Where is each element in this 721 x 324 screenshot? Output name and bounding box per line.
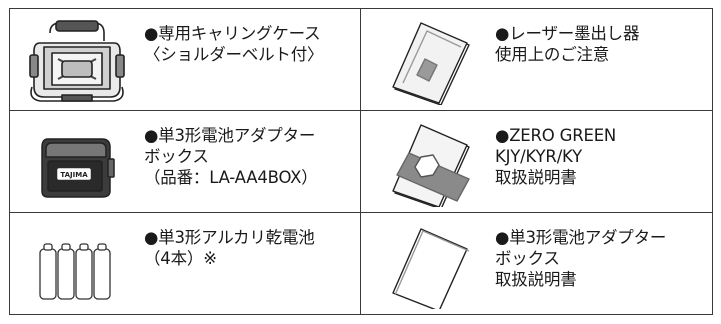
item-label: ●ZERO GREEN KJY/KYR/KY 取扱説明書 [495, 125, 706, 188]
item-label: ●単3形電池アダプター ボックス 取扱説明書 [495, 227, 706, 290]
item-notice-booklet: ●レーザー墨出し器 使用上のご注意 [360, 8, 713, 111]
battery-adapter-box-icon: TAJIMA [41, 138, 115, 198]
accessory-table: ●専用キャリングケース 〈ショルダーベルト付〉 ●レーザー墨出し器 使用 [9, 8, 713, 315]
brand-badge: TAJIMA [60, 171, 88, 179]
item-name: ●単3形電池アダプター [495, 228, 667, 247]
item-zero-green-manual: ●ZERO GREEN KJY/KYR/KY 取扱説明書 [360, 110, 713, 213]
item-label: ●専用キャリングケース 〈ショルダーベルト付〉 [144, 23, 354, 65]
item-detail: 使用上のご注意 [495, 45, 610, 64]
item-adapter-manual: ●単3形電池アダプター ボックス 取扱説明書 [360, 212, 713, 315]
item-label: ●単3形アルカリ乾電池 （4本）※ [144, 227, 354, 269]
item-name: ●レーザー墨出し器 [495, 24, 640, 43]
item-aa-batteries: ●単3形アルカリ乾電池 （4本）※ [9, 212, 361, 315]
item-battery-adapter: TAJIMA ●単3形電池アダプター ボックス （品番：LA-AA4BOX） [9, 110, 361, 213]
item-label: ●レーザー墨出し器 使用上のご注意 [495, 23, 706, 65]
table-row: ●単3形アルカリ乾電池 （4本）※ ●単3形電池アダプター ボックス 取扱説明書 [9, 212, 713, 315]
item-detail: 取扱説明書 [495, 168, 577, 187]
table-row: TAJIMA ●単3形電池アダプター ボックス （品番：LA-AA4BOX） [9, 110, 713, 213]
item-name-cont: ボックス [495, 249, 560, 268]
item-models: KJY/KYR/KY [495, 147, 582, 166]
item-name: ●単3形アルカリ乾電池 [144, 228, 315, 247]
aa-batteries-icon [39, 243, 111, 300]
item-name: ●ZERO GREEN [495, 126, 617, 145]
item-quantity: （4本）※ [144, 249, 217, 268]
item-name-cont: ボックス [144, 147, 209, 166]
item-detail: 〈ショルダーベルト付〉 [144, 45, 324, 64]
item-label: ●単3形電池アダプター ボックス （品番：LA-AA4BOX） [144, 125, 354, 188]
item-name: ●単3形電池アダプター [144, 126, 316, 145]
item-part-number: （品番：LA-AA4BOX） [144, 168, 318, 187]
booklet-notice-icon [392, 22, 470, 105]
table-row: ●専用キャリングケース 〈ショルダーベルト付〉 ●レーザー墨出し器 使用 [9, 8, 713, 111]
carrying-case-icon [29, 20, 125, 102]
manual-zero-green-icon [392, 124, 470, 207]
item-detail: 取扱説明書 [495, 270, 577, 289]
item-name: ●専用キャリングケース [144, 24, 321, 43]
item-carrying-case: ●専用キャリングケース 〈ショルダーベルト付〉 [9, 8, 361, 111]
manual-adapter-icon [392, 228, 470, 309]
